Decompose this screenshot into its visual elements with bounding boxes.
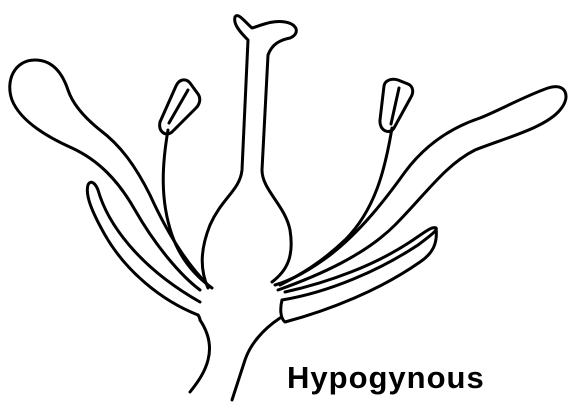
diagram-caption: Hypogynous — [287, 360, 485, 396]
pistil — [202, 16, 296, 288]
left-sepal — [87, 182, 200, 315]
receptacle-right-edge — [232, 318, 280, 400]
receptacle-left-edge — [190, 320, 210, 392]
receptacle-base-left — [198, 315, 200, 320]
left-petal — [10, 60, 208, 290]
left-stamen-filament — [163, 130, 212, 288]
right-sepal — [282, 228, 436, 300]
right-sepal-inner — [281, 228, 437, 322]
right-petal — [275, 87, 566, 290]
